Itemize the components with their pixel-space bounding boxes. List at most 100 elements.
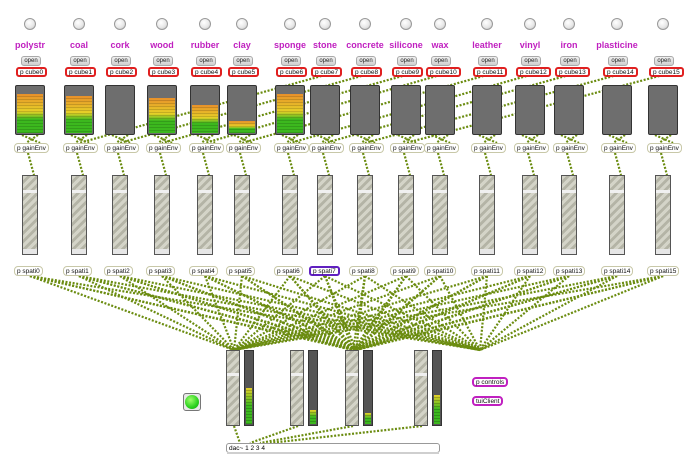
cube-object[interactable]: p cube4	[191, 67, 223, 77]
trigger-button[interactable]	[434, 18, 446, 30]
spati-object[interactable]: p spati4	[189, 266, 218, 276]
spati-object[interactable]: p spati12	[514, 266, 547, 276]
gain-slider[interactable]	[609, 175, 625, 255]
open-button[interactable]: open	[608, 56, 628, 66]
spati-object[interactable]: p spati9	[390, 266, 419, 276]
output-gain-slider[interactable]	[414, 350, 428, 426]
gain-slider-thumb[interactable]	[23, 190, 37, 193]
gain-slider-thumb[interactable]	[523, 190, 537, 193]
gain-slider[interactable]	[398, 175, 414, 255]
cube-object[interactable]: p cube2	[106, 67, 138, 77]
spati-object[interactable]: p spati2	[104, 266, 133, 276]
spati-object[interactable]: p spati1	[63, 266, 92, 276]
trigger-button[interactable]	[199, 18, 211, 30]
trigger-button[interactable]	[73, 18, 85, 30]
output-slider-thumb[interactable]	[415, 373, 427, 376]
gainenv-object[interactable]: p gainEnv	[309, 143, 344, 153]
spati-object[interactable]: p spati8	[349, 266, 378, 276]
trigger-button[interactable]	[657, 18, 669, 30]
open-button[interactable]: open	[21, 56, 41, 66]
open-button[interactable]: open	[654, 56, 674, 66]
gainenv-object[interactable]: p gainEnv	[424, 143, 459, 153]
gainenv-object[interactable]: p gainEnv	[471, 143, 506, 153]
gainenv-object[interactable]: p gainEnv	[14, 143, 49, 153]
open-button[interactable]: open	[196, 56, 216, 66]
open-button[interactable]: open	[431, 56, 451, 66]
output-slider-thumb[interactable]	[291, 373, 303, 376]
gain-slider-thumb[interactable]	[399, 190, 413, 193]
cube-object[interactable]: p cube8	[351, 67, 383, 77]
gain-slider[interactable]	[234, 175, 250, 255]
trigger-button[interactable]	[400, 18, 412, 30]
trigger-button[interactable]	[524, 18, 536, 30]
open-button[interactable]: open	[521, 56, 541, 66]
gainenv-object[interactable]: p gainEnv	[390, 143, 425, 153]
gain-slider-thumb[interactable]	[318, 190, 332, 193]
gain-slider[interactable]	[22, 175, 38, 255]
gain-slider-thumb[interactable]	[480, 190, 494, 193]
gain-slider[interactable]	[154, 175, 170, 255]
cube-object[interactable]: p cube3	[148, 67, 180, 77]
gain-slider[interactable]	[112, 175, 128, 255]
cube-object[interactable]: p cube14	[603, 67, 638, 77]
cube-object[interactable]: p cube9	[392, 67, 424, 77]
gain-slider-thumb[interactable]	[562, 190, 576, 193]
open-button[interactable]: open	[316, 56, 336, 66]
trigger-button[interactable]	[359, 18, 371, 30]
gain-slider[interactable]	[282, 175, 298, 255]
trigger-button[interactable]	[611, 18, 623, 30]
gainenv-object[interactable]: p gainEnv	[274, 143, 309, 153]
gain-slider[interactable]	[317, 175, 333, 255]
dac-object[interactable]: dac~ 1 2 3 4	[226, 443, 440, 454]
gain-slider[interactable]	[197, 175, 213, 255]
cube-object[interactable]: p cube0	[16, 67, 48, 77]
output-gain-slider[interactable]	[226, 350, 240, 426]
gainenv-object[interactable]: p gainEnv	[601, 143, 636, 153]
gainenv-object[interactable]: p gainEnv	[226, 143, 261, 153]
gain-slider[interactable]	[432, 175, 448, 255]
gain-slider-thumb[interactable]	[235, 190, 249, 193]
spati-object[interactable]: p spati11	[471, 266, 503, 276]
open-button[interactable]: open	[397, 56, 417, 66]
gainenv-object[interactable]: p gainEnv	[146, 143, 181, 153]
cube-object[interactable]: p cube15	[649, 67, 684, 77]
gain-slider-thumb[interactable]	[358, 190, 372, 193]
cube-object[interactable]: p cube11	[473, 67, 508, 77]
gain-slider-thumb[interactable]	[198, 190, 212, 193]
trigger-button[interactable]	[156, 18, 168, 30]
open-button[interactable]: open	[153, 56, 173, 66]
gainenv-object[interactable]: p gainEnv	[553, 143, 588, 153]
gainenv-object[interactable]: p gainEnv	[647, 143, 682, 153]
dsp-toggle[interactable]	[183, 393, 201, 411]
spati-object[interactable]: p spati14	[601, 266, 634, 276]
spati-object[interactable]: p spati7	[309, 266, 340, 276]
trigger-button[interactable]	[563, 18, 575, 30]
cube-object[interactable]: p cube5	[228, 67, 260, 77]
cube-object[interactable]: p cube1	[65, 67, 97, 77]
gain-slider-thumb[interactable]	[72, 190, 86, 193]
gain-slider-thumb[interactable]	[155, 190, 169, 193]
output-slider-thumb[interactable]	[227, 373, 239, 376]
trigger-button[interactable]	[24, 18, 36, 30]
spati-object[interactable]: p spati5	[226, 266, 255, 276]
trigger-button[interactable]	[319, 18, 331, 30]
spati-object[interactable]: p spati13	[553, 266, 586, 276]
gain-slider[interactable]	[655, 175, 671, 255]
trigger-button[interactable]	[236, 18, 248, 30]
open-button[interactable]: open	[111, 56, 131, 66]
gain-slider-thumb[interactable]	[610, 190, 624, 193]
cube-object[interactable]: p cube6	[276, 67, 308, 77]
gainenv-object[interactable]: p gainEnv	[63, 143, 98, 153]
output-slider-thumb[interactable]	[346, 373, 358, 376]
gain-slider[interactable]	[522, 175, 538, 255]
gain-slider[interactable]	[479, 175, 495, 255]
spati-object[interactable]: p spati15	[647, 266, 680, 276]
gain-slider[interactable]	[561, 175, 577, 255]
open-button[interactable]: open	[356, 56, 376, 66]
tuiclient-object[interactable]: tuiClient	[472, 396, 504, 406]
cube-object[interactable]: p cube12	[516, 67, 551, 77]
gain-slider-thumb[interactable]	[433, 190, 447, 193]
gainenv-object[interactable]: p gainEnv	[514, 143, 549, 153]
gain-slider-thumb[interactable]	[283, 190, 297, 193]
